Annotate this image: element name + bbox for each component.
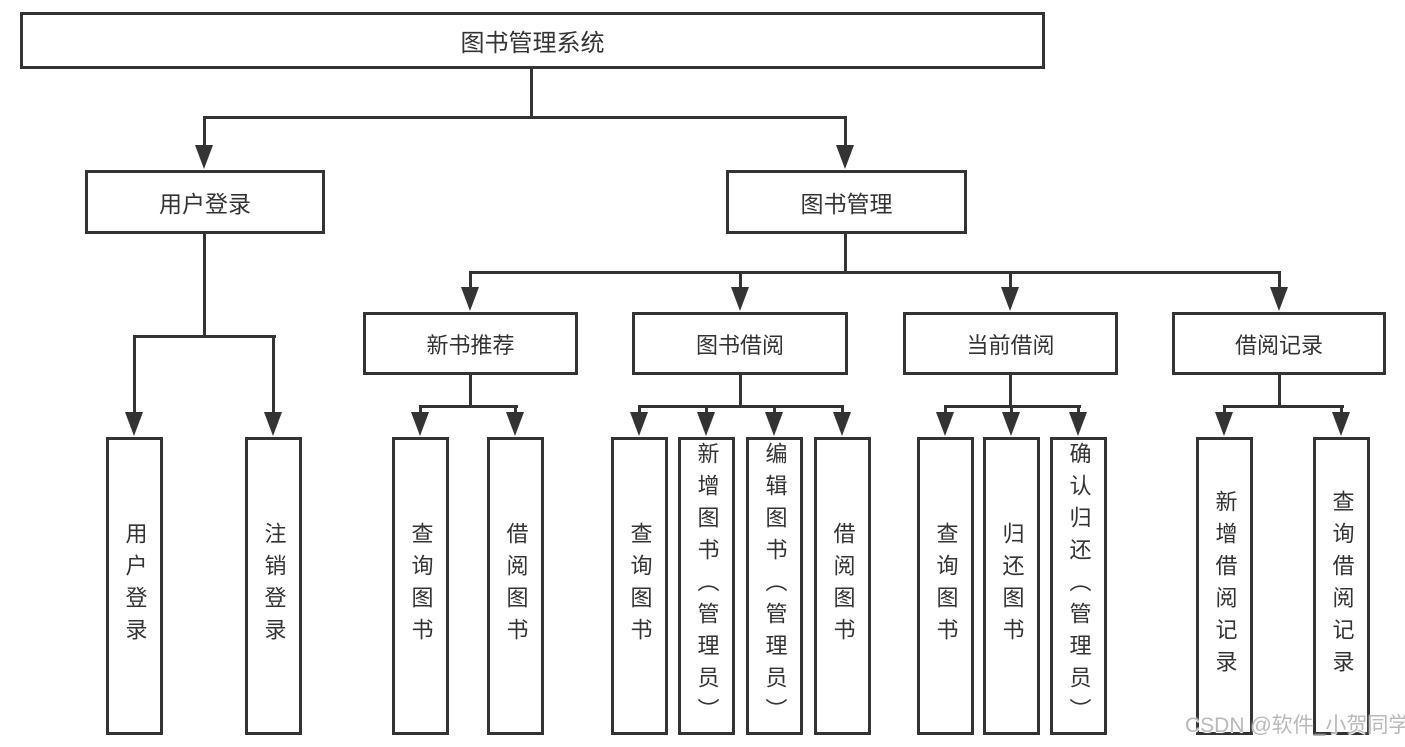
arrowhead-icon [1001,287,1019,311]
leaf-add-books-admin: 新增图书（管理员） [678,437,735,735]
arrowhead-icon [765,412,783,436]
leaf-query-borrow-record-label: 查询借阅记录 [1329,490,1355,682]
connector-recommendation-stem [469,375,472,408]
arrowhead-icon [411,412,429,436]
leaf-add-borrow-record-label: 新增借阅记录 [1212,490,1238,682]
arrowhead-icon [630,412,648,436]
leaf-return-books-label: 归还图书 [999,522,1025,650]
connector-borrowing-records-rail [1223,405,1344,408]
arrowhead-icon [264,412,282,436]
node-new-book-recommendation: 新书推荐 [363,312,578,375]
connector-root-rail [203,116,847,119]
leaf-edit-books-admin: 编辑图书（管理员） [746,437,803,735]
arrowhead-icon [1270,287,1288,311]
connector-drop [773,405,776,415]
connector-to-recommendation [469,271,472,291]
arrowhead-icon [697,412,715,436]
leaf-borrow-books: 借阅图书 [814,437,871,735]
node-book-borrowing-label: 图书借阅 [695,332,784,358]
connector-to-borrowing-records [1278,271,1281,291]
leaf-confirm-return-admin-label: 确认归还（管理员） [1066,442,1092,730]
arrowhead-icon [1215,412,1233,436]
node-current-borrowing-label: 当前借阅 [966,332,1055,358]
connector-current-borrowing-stem [1009,375,1012,408]
connector-drop [1010,405,1013,415]
leaf-query-books-recommend-label: 查询图书 [408,522,434,650]
connector-drop [841,405,844,415]
watermark: CSDN @软件_小贺同学 [1185,714,1405,737]
connector-drop [638,405,641,415]
connector-to-book-borrowing [739,271,742,291]
arrowhead-icon [836,145,854,169]
arrowhead-icon [1002,412,1020,436]
arrowhead-icon [125,412,143,436]
leaf-query-books-recommend: 查询图书 [392,437,449,735]
leaf-borrow-books-label: 借阅图书 [830,522,856,650]
node-book-borrowing: 图书借阅 [632,312,848,375]
node-current-borrowing: 当前借阅 [903,312,1118,375]
connector-login-to-leaf2 [272,335,275,415]
connector-login-stem [203,234,206,338]
connector-login-rail [133,335,276,338]
connector-book-borrowing-stem [739,375,742,408]
node-book-management-label: 图书管理 [800,191,893,217]
arrowhead-icon [1069,412,1087,436]
node-borrowing-records-label: 借阅记录 [1234,332,1323,358]
leaf-confirm-return-admin: 确认归还（管理员） [1050,437,1107,735]
leaf-add-books-admin-label: 新增图书（管理员） [694,442,720,730]
connector-login-to-leaf1 [133,335,136,415]
leaf-query-books-current: 查询图书 [917,437,974,735]
connector-drop [705,405,708,415]
leaf-query-books-borrow-label: 查询图书 [627,522,653,650]
connector-root-to-management [844,116,847,150]
connector-management-rail [469,271,1281,274]
connector-drop [419,405,422,415]
connector-borrowing-records-stem [1278,375,1281,408]
connector-drop [1223,405,1226,415]
connector-drop [514,405,517,415]
arrowhead-icon [461,287,479,311]
arrowhead-icon [1332,412,1350,436]
leaf-logout: 注销登录 [245,437,302,735]
node-new-book-recommendation-label: 新书推荐 [426,332,515,358]
leaf-edit-books-admin-label: 编辑图书（管理员） [762,442,788,730]
leaf-logout-label: 注销登录 [261,522,287,650]
node-root-label: 图书管理系统 [460,30,605,57]
connector-to-current-borrowing [1009,271,1012,291]
leaf-return-books: 归还图书 [983,437,1040,735]
node-user-login: 用户登录 [85,170,325,234]
node-borrowing-records: 借阅记录 [1172,312,1386,375]
node-book-management: 图书管理 [726,170,967,234]
leaf-query-books-borrow: 查询图书 [611,437,668,735]
node-root: 图书管理系统 [20,12,1045,69]
leaf-borrow-books-recommend-label: 借阅图书 [503,522,529,650]
leaf-query-borrow-record: 查询借阅记录 [1313,437,1370,735]
arrowhead-icon [936,412,954,436]
node-user-login-label: 用户登录 [159,191,251,217]
arrowhead-icon [731,287,749,311]
connector-book-borrowing-rail [638,405,844,408]
leaf-borrow-books-recommend: 借阅图书 [487,437,544,735]
connector-drop [1340,405,1343,415]
connector-management-stem [844,234,847,274]
leaf-user-login: 用户登录 [106,437,163,735]
leaf-add-borrow-record: 新增借阅记录 [1196,437,1253,735]
connector-drop [1077,405,1080,415]
connector-recommendation-rail [419,405,518,408]
leaf-query-books-current-label: 查询图书 [933,522,959,650]
arrowhead-icon [506,412,524,436]
arrowhead-icon [833,412,851,436]
arrowhead-icon [195,145,213,169]
connector-root-stem [530,68,533,118]
leaf-user-login-label: 用户登录 [122,522,148,650]
connector-drop [944,405,947,415]
connector-root-to-login [203,116,206,150]
